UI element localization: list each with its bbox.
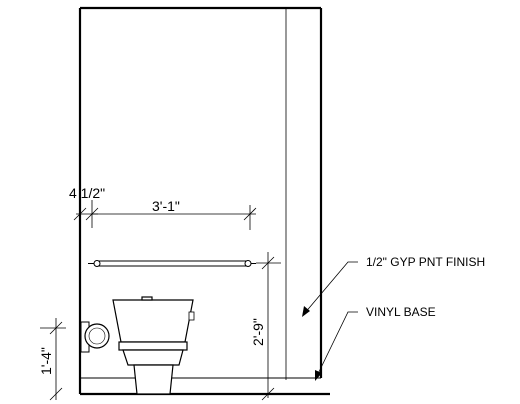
dimension-grab-bar-length [92,205,257,230]
dimension-offset-label: 4 1/2" [69,185,105,201]
dimension-grab-bar-height-label: 2'-9" [250,318,266,346]
grab-bar [88,260,256,267]
toilet-paper-holder [80,321,110,353]
wall-outline [78,6,330,396]
dimension-paper-holder-height [40,318,66,401]
dimension-paper-holder-height-label: 1'-4" [38,347,54,375]
dimension-grab-bar-height [256,252,281,401]
callout-vinyl-base-label: VINYL BASE [366,305,436,319]
callout-leader-wall-finish [302,261,358,317]
callout-leader-vinyl-base [315,311,358,381]
dimension-grab-bar-length-label: 3'-1" [152,198,180,214]
toilet-fixture [112,296,195,395]
callout-wall-finish-label: 1/2" GYP PNT FINISH [366,255,485,269]
